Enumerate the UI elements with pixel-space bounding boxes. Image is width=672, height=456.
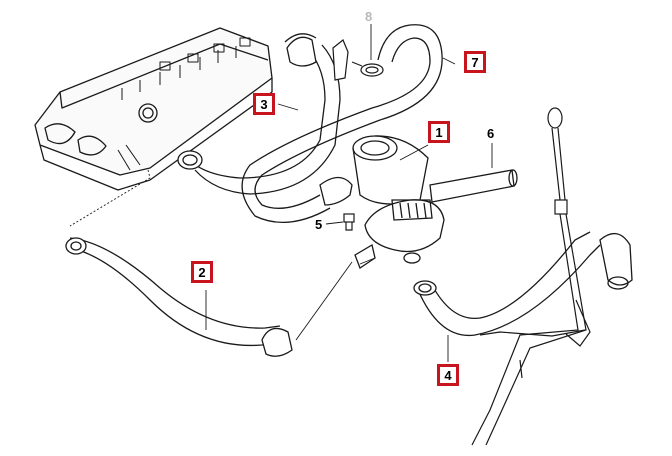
callout-4: 4 [437,364,459,386]
hose-2 [65,237,293,357]
screw-5 [343,213,355,231]
callout-3: 3 [253,93,275,115]
valve-cover [34,27,273,191]
callout-7: 7 [464,51,486,73]
callout-2: 2 [191,261,213,283]
clamp-8 [332,39,384,81]
callout-1: 1 [428,121,450,143]
label-5: 5 [315,217,323,232]
leader-lines [69,24,493,362]
dipstick [471,107,591,446]
hose-7 [241,24,443,224]
pipe-6 [429,169,518,203]
hose-4 [413,231,633,337]
label-6: 6 [487,126,495,141]
label-8: 8 [365,9,373,24]
oil-separator-1 [352,135,445,269]
